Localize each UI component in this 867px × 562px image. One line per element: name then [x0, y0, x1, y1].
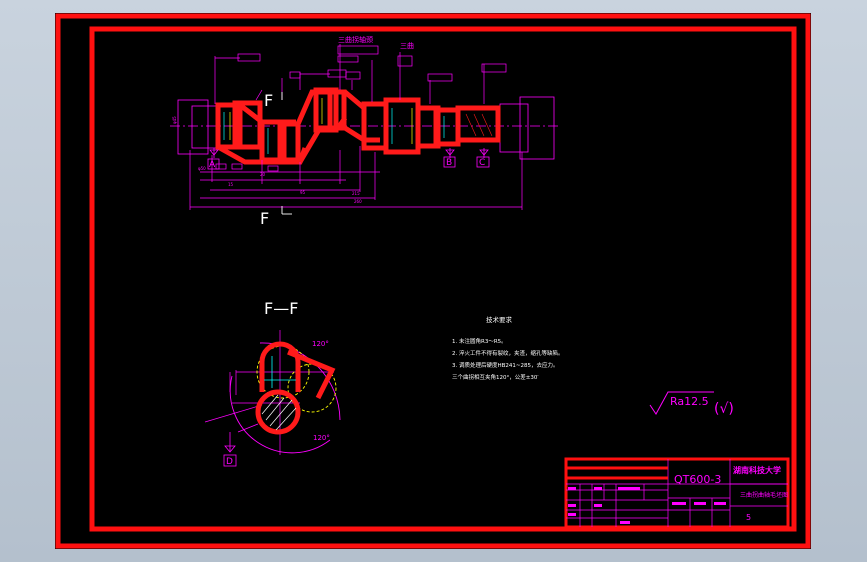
svg-text:15: 15	[228, 182, 234, 187]
datum-c-label: C	[479, 158, 485, 168]
svg-text:φ45: φ45	[172, 116, 177, 124]
drawing-sheet: φ50 15 20 95 260 215 φ45 A B C 三曲拐轴颈 三曲	[55, 13, 811, 549]
inner-border	[89, 26, 797, 532]
crankshaft-front-view: φ50 15 20 95 260 215 φ45 A B C 三曲拐轴颈 三曲	[170, 35, 560, 228]
section-mark-bottom: F	[260, 209, 269, 228]
notes-title: 技术要求	[486, 315, 513, 324]
surface-roughness-symbol: Ra12.5 (√)	[649, 391, 734, 417]
svg-text:95: 95	[300, 190, 306, 195]
section-mark-top: F	[264, 91, 273, 110]
school-name: 湖南科技大学	[733, 465, 781, 475]
datum-a-label: A	[209, 160, 216, 170]
datum-d-label: D	[226, 457, 233, 467]
svg-text:215: 215	[352, 191, 360, 196]
angle-bottom: 120°	[313, 434, 330, 442]
angle-top: 120°	[312, 340, 329, 348]
technical-requirements: 技术要求 1. 未注圆角R3～R5。 2. 淬火工件不得有裂纹，夹渣，缩孔等缺陷…	[452, 315, 564, 381]
datum-b-label: B	[446, 158, 452, 168]
material-label: QT600-3	[674, 473, 721, 486]
note-line-4: 三个曲拐相互夹角120°，公差±30′	[452, 373, 539, 381]
section-view-f-f: F—F 12	[204, 299, 341, 467]
note-line-3: 3. 调质处理后硬度HB241~285，去应力。	[452, 361, 559, 369]
outer-border	[55, 13, 811, 549]
svg-text:20: 20	[260, 172, 266, 177]
svg-text:φ50: φ50	[198, 166, 206, 171]
roughness-value: Ra12.5	[670, 395, 709, 408]
top-note-2: 三曲	[400, 41, 414, 50]
title-block: QT600-3 湖南科技大学 三曲拐曲轴毛坯图 5	[564, 457, 790, 529]
roughness-suffix: (√)	[714, 401, 734, 417]
top-note-1: 三曲拐轴颈	[338, 35, 373, 44]
note-line-1: 1. 未注圆角R3～R5。	[452, 337, 507, 345]
cad-drawing: φ50 15 20 95 260 215 φ45 A B C 三曲拐轴颈 三曲	[55, 13, 811, 549]
svg-text:260: 260	[354, 199, 362, 204]
note-line-2: 2. 淬火工件不得有裂纹，夹渣，缩孔等缺陷。	[452, 349, 564, 357]
section-title: F—F	[264, 299, 298, 318]
sheet-value: 5	[746, 513, 751, 522]
drawing-name: 三曲拐曲轴毛坯图	[740, 491, 788, 499]
